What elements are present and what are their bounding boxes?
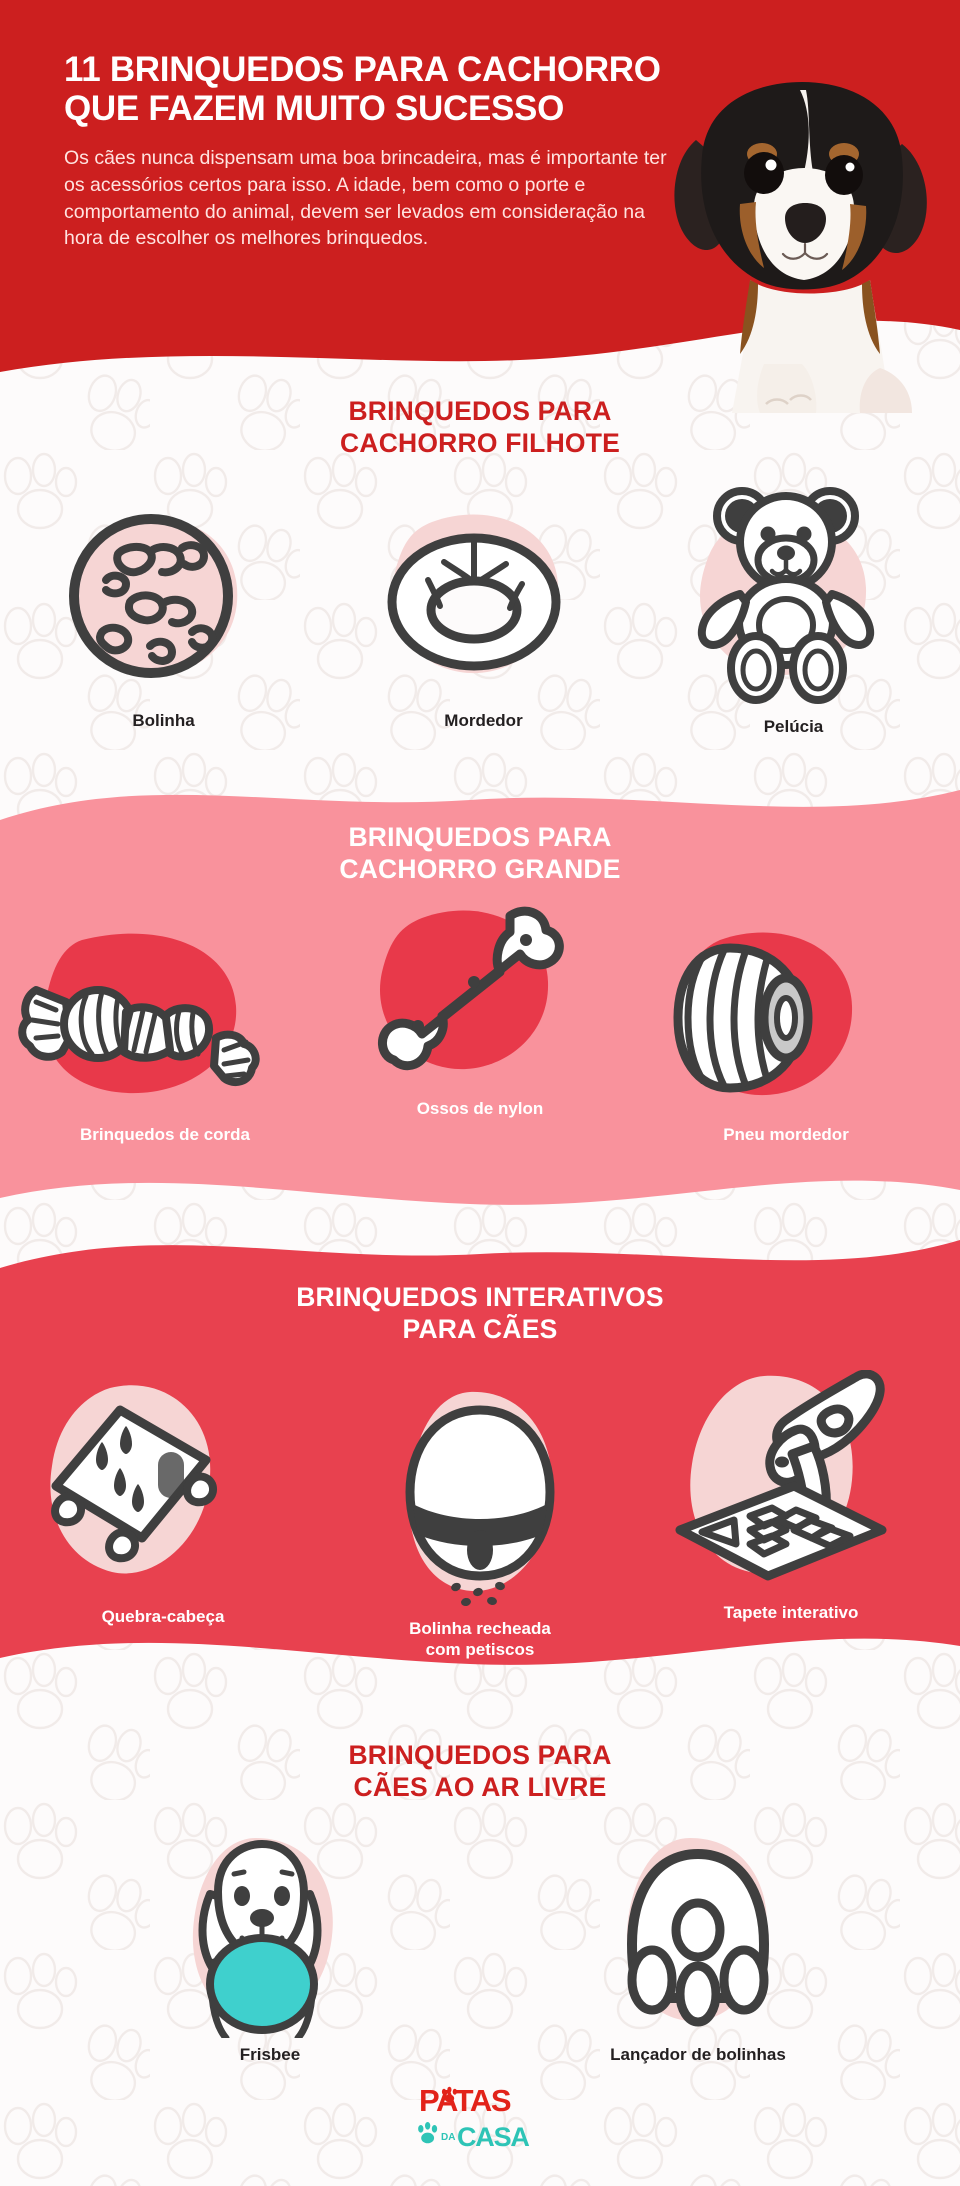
header-text-block: 11 BRINQUEDOS PARA CACHORRO QUE FAZEM MU… [64, 50, 704, 252]
page-title-line2: QUE FAZEM MUITO SUCESSO [64, 89, 565, 129]
puzzle-board-icon [50, 1384, 217, 1574]
item-quebracabeca[interactable]: Quebra-cabeça [22, 1374, 304, 1627]
section-title-interativos-line2: PARA CÃES [402, 1313, 558, 1344]
corda-blob [10, 918, 320, 1118]
header: 11 BRINQUEDOS PARA CACHORRO QUE FAZEM MU… [0, 0, 960, 413]
item-mordedor[interactable]: Mordedor [366, 484, 601, 731]
item-label-corda: Brinquedos de corda [79, 1124, 251, 1144]
section-arlivre: BRINQUEDOS PARA CÃES AO AR LIVRE [0, 1740, 960, 2092]
pneu-blob [656, 918, 916, 1118]
logo-word-da: DA [441, 2132, 455, 2143]
item-label-quebracabeca: Quebra-cabeça [101, 1606, 225, 1626]
ball-with-bones-icon [69, 513, 238, 678]
pelucia-blob [676, 470, 911, 710]
item-label-bolinha: Bolinha [132, 710, 195, 730]
page-subtitle: Os cães nunca dispensam uma boa brincade… [64, 147, 667, 250]
brand-logo[interactable]: PATAS DA CASA [0, 2078, 960, 2161]
item-label-pneu: Pneu mordedor [723, 1124, 849, 1144]
ossos-blob [350, 892, 610, 1092]
logo-word-casa: CASA [457, 2122, 529, 2152]
logo-word-patas: PATAS [419, 2083, 511, 2118]
item-label-mordedor: Mordedor [444, 710, 523, 730]
item-label-tapete: Tapete interativo [723, 1602, 859, 1622]
item-label-lancador: Lançador de bolinhas [610, 2044, 786, 2064]
item-corda[interactable]: Brinquedos de corda [10, 918, 320, 1145]
tapete-blob [646, 1369, 936, 1596]
section-title-filhote-line2: CACHORRO FILHOTE [340, 427, 620, 458]
section-grande: BRINQUEDOS PARA CACHORRO GRANDE [0, 822, 960, 1208]
item-label-frisbee: Frisbee [239, 2044, 301, 2064]
logo-paw-bottom-icon [418, 2122, 438, 2144]
page-title-line1: 11 BRINQUEDOS PARA CACHORRO [64, 50, 661, 89]
item-tapete[interactable]: Tapete interativo [646, 1369, 936, 1623]
section-title-arlivre-line1: BRINQUEDOS PARA [348, 1740, 612, 1770]
mordedor-blob [366, 484, 601, 704]
item-label-pelucia: Pelúcia [763, 716, 824, 736]
section-interativos: BRINQUEDOS INTERATIVOS PARA CÃES [0, 1282, 960, 1690]
snuffle-mat-icon [675, 1369, 887, 1581]
item-bolinha-recheada[interactable]: Bolinha recheada com petiscos [352, 1386, 608, 1661]
item-lancador[interactable]: Lançador de bolinhas [580, 1832, 816, 2065]
section-title-interativos-line1: BRINQUEDOS INTERATIVOS [296, 1282, 664, 1312]
item-label-ossos: Ossos de nylon [416, 1098, 544, 1118]
puppy-photo [674, 82, 927, 413]
bolinha-blob [46, 484, 281, 704]
rope-toy-icon [18, 933, 260, 1093]
tire-chew-icon [673, 932, 853, 1095]
quebracabeca-blob [22, 1374, 304, 1600]
item-ossos[interactable]: Ossos de nylon [350, 892, 610, 1119]
section-title-arlivre-line2: CÃES AO AR LIVRE [353, 1771, 607, 1802]
item-frisbee[interactable]: Frisbee [152, 1832, 388, 2065]
section-title-grande-line2: CACHORRO GRANDE [339, 853, 621, 884]
patas-da-casa-logo-icon: PATAS DA CASA [418, 2083, 531, 2152]
bolinha-recheada-blob [352, 1386, 608, 1612]
teddy-bear-icon [697, 486, 875, 704]
section-filhote: BRINQUEDOS PARA CACHORRO FILHOTE [0, 396, 960, 784]
section-title-grande-line1: BRINQUEDOS PARA [348, 822, 612, 852]
section-title-filhote-line1: BRINQUEDOS PARA [348, 396, 612, 426]
item-label-bolinha-recheada: Bolinha recheada com petiscos [409, 1618, 551, 1659]
item-pelucia[interactable]: Pelúcia [676, 470, 911, 737]
frisbee-blob [152, 1832, 388, 2038]
ring-chew-toy-icon [387, 514, 561, 673]
lancador-blob [580, 1832, 816, 2038]
item-pneu[interactable]: Pneu mordedor [656, 918, 916, 1145]
nylon-bone-icon [378, 906, 564, 1070]
ball-launcher-icon [626, 1837, 769, 2027]
item-bolinha[interactable]: Bolinha [46, 484, 281, 731]
dog-with-frisbee-icon [192, 1837, 333, 2038]
treat-ball-icon [405, 1391, 555, 1606]
